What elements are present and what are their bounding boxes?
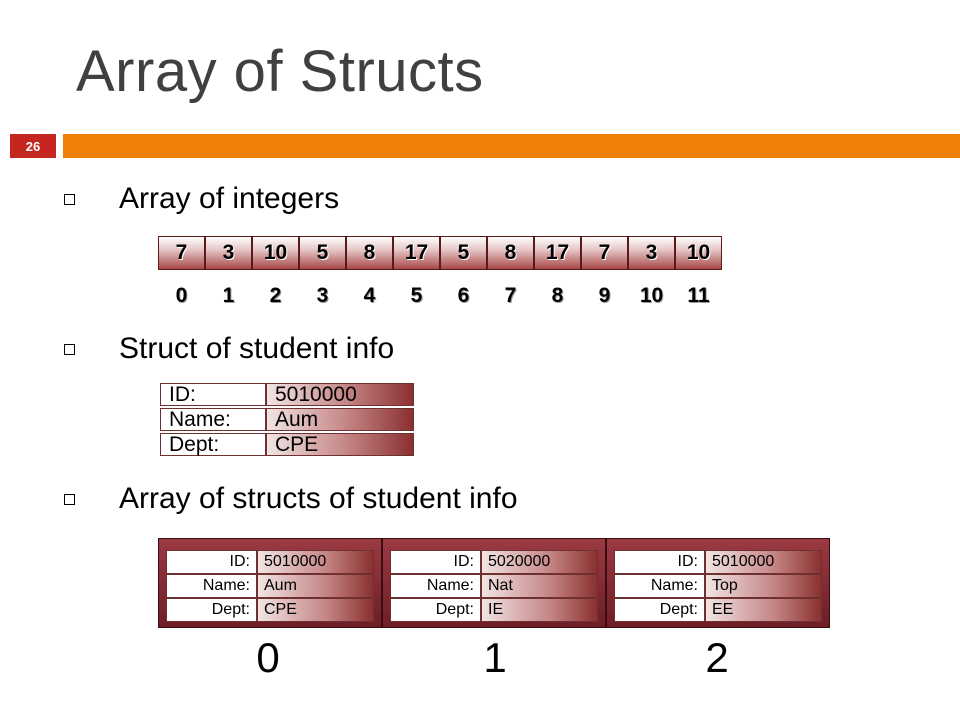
int-index: 3 — [316, 284, 329, 307]
struct-label-id: ID: — [160, 383, 266, 406]
bullet-text: Struct of student info — [119, 332, 395, 365]
int-index: 8 — [551, 284, 564, 307]
int-index: 11 — [687, 284, 710, 307]
slide-title: Array of Structs — [76, 39, 484, 104]
int-index: 4 — [363, 284, 376, 307]
element-label-dept: Dept: — [390, 598, 481, 622]
int-index: 0 — [175, 284, 188, 307]
int-index: 2 — [269, 284, 282, 307]
element-value-id: 5020000 — [481, 550, 598, 574]
bullet-square-icon — [64, 193, 75, 205]
bullet-struct-of-student-info: Struct of student info — [64, 332, 394, 366]
element-value-name: Nat — [481, 574, 598, 598]
struct-array-element-2: ID: 5010000 Name: Top Dept: EE — [606, 538, 830, 628]
bullet-array-of-integers: Array of integers — [64, 182, 339, 216]
struct-label-dept: Dept: — [160, 433, 266, 456]
element-value-dept: EE — [705, 598, 822, 622]
element-label-dept: Dept: — [166, 598, 257, 622]
bullet-square-icon — [64, 493, 75, 505]
int-index: 6 — [457, 284, 470, 307]
element-value-name: Aum — [257, 574, 374, 598]
int-cell: 8 — [346, 236, 393, 270]
int-cell: 7 — [581, 236, 628, 270]
struct-value-name: Aum — [266, 408, 414, 431]
int-cell: 7 — [158, 236, 205, 270]
int-index: 1 — [222, 284, 235, 307]
int-cell: 5 — [440, 236, 487, 270]
int-cell: 17 — [534, 236, 581, 270]
element-label-dept: Dept: — [614, 598, 705, 622]
int-cell: 3 — [628, 236, 675, 270]
int-cell: 5 — [299, 236, 346, 270]
struct-array-element-0: ID: 5010000 Name: Aum Dept: CPE — [158, 538, 382, 628]
struct-index-2: 2 — [705, 634, 729, 681]
int-index: 7 — [504, 284, 517, 307]
struct-index-0: 0 — [256, 634, 280, 681]
struct-array-element-1: ID: 5020000 Name: Nat Dept: IE — [382, 538, 606, 628]
int-cell: 3 — [205, 236, 252, 270]
element-label-id: ID: — [614, 550, 705, 574]
element-value-id: 5010000 — [257, 550, 374, 574]
int-index: 9 — [598, 284, 611, 307]
int-index: 10 — [639, 284, 664, 307]
int-cell: 17 — [393, 236, 440, 270]
struct-value-dept: CPE — [266, 433, 414, 456]
bullet-text: Array of integers — [119, 182, 340, 215]
bullet-text: Array of structs of student info — [119, 482, 518, 515]
bullet-square-icon — [64, 343, 75, 355]
int-cell: 8 — [487, 236, 534, 270]
int-cell: 10 — [252, 236, 299, 270]
element-label-id: ID: — [390, 550, 481, 574]
element-value-id: 5010000 — [705, 550, 822, 574]
struct-index-1: 1 — [483, 634, 507, 681]
slide-number: 26 — [10, 134, 56, 158]
struct-label-name: Name: — [160, 408, 266, 431]
element-label-id: ID: — [166, 550, 257, 574]
element-value-dept: IE — [481, 598, 598, 622]
element-label-name: Name: — [166, 574, 257, 598]
element-label-name: Name: — [614, 574, 705, 598]
element-value-dept: CPE — [257, 598, 374, 622]
int-index: 5 — [410, 284, 423, 307]
struct-value-id: 5010000 — [266, 383, 414, 406]
element-label-name: Name: — [390, 574, 481, 598]
int-cell: 10 — [675, 236, 722, 270]
element-value-name: Top — [705, 574, 822, 598]
bullet-array-of-structs: Array of structs of student info — [64, 482, 518, 516]
title-bar — [63, 134, 960, 158]
